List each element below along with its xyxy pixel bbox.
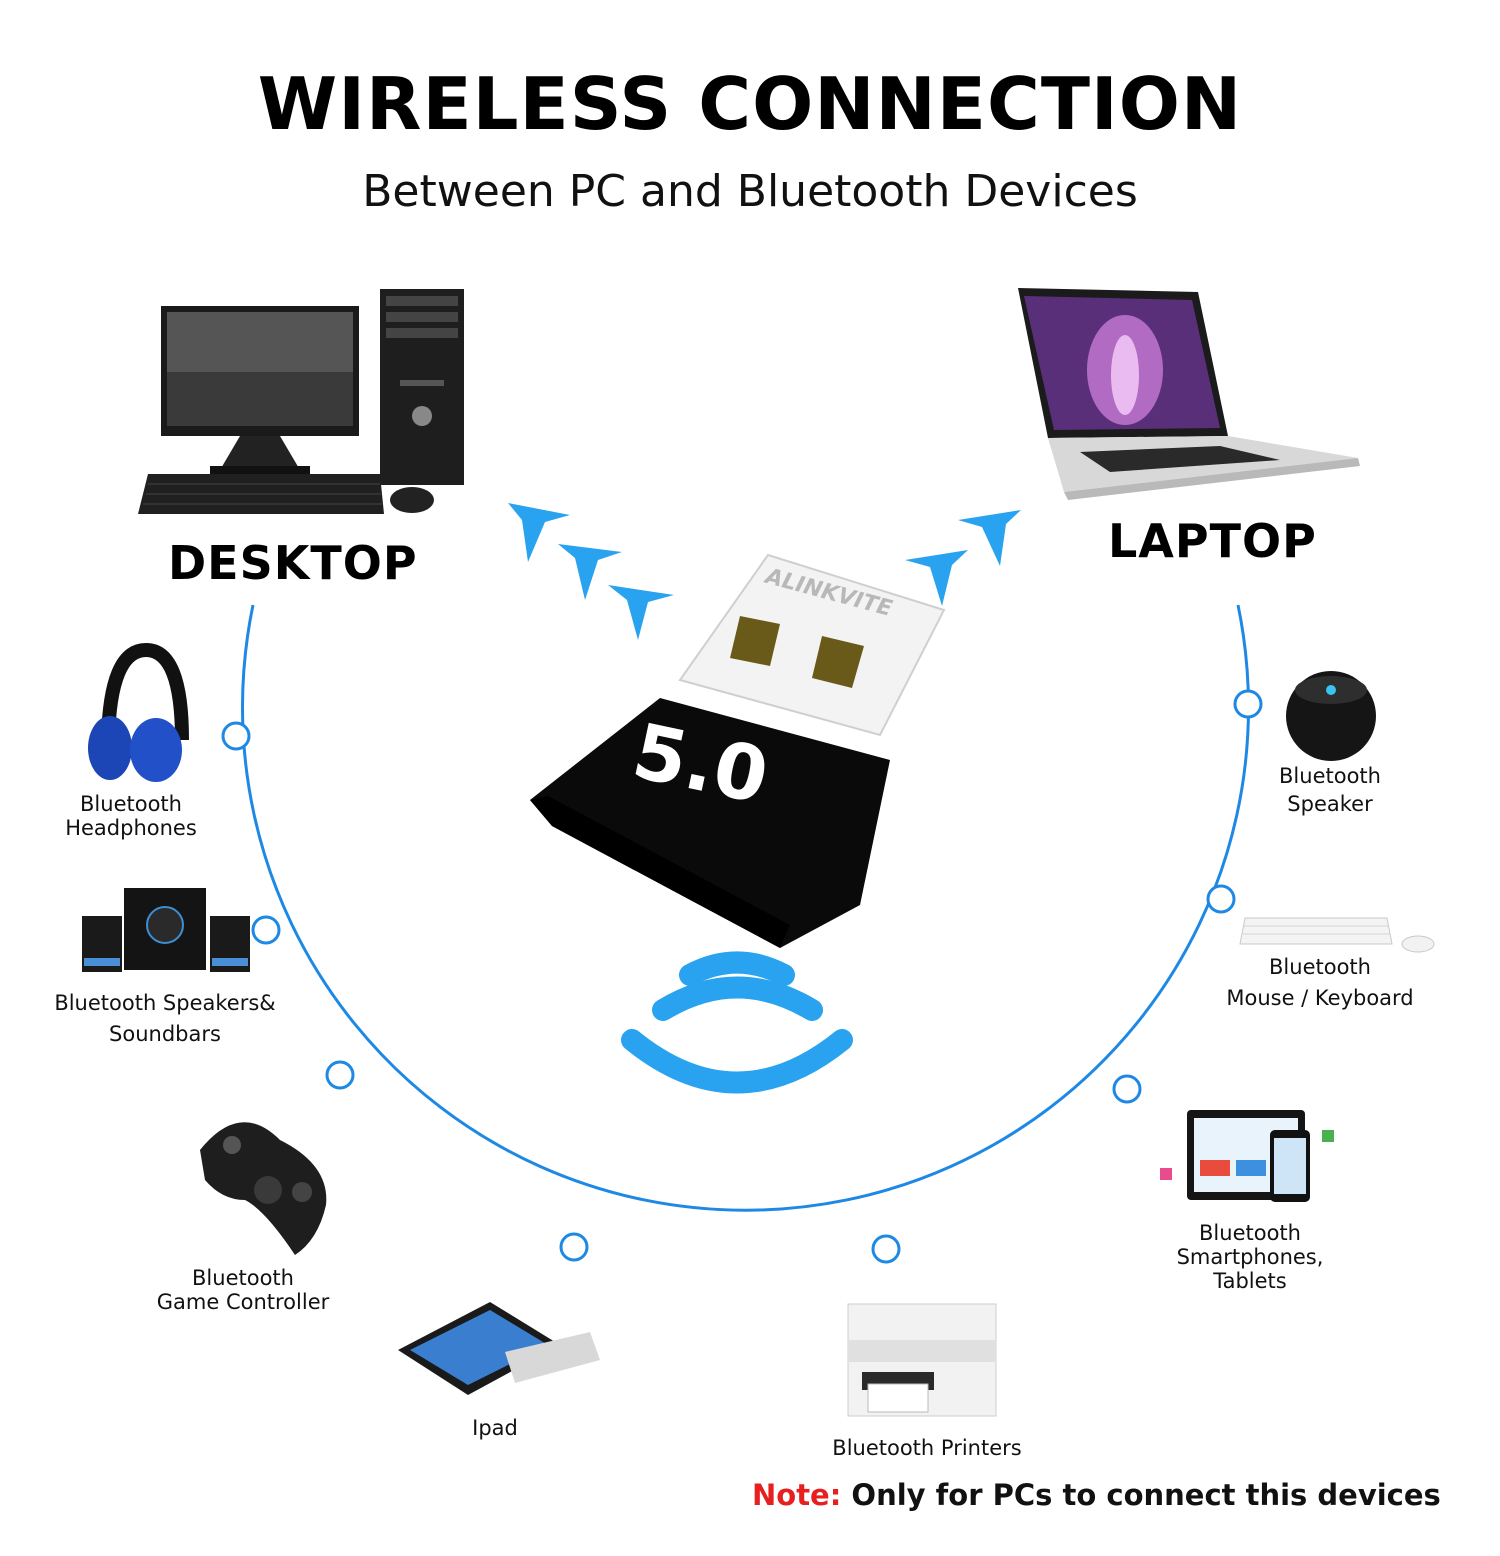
arc-node bbox=[325, 1060, 355, 1090]
printer-label: Bluetooth Printers bbox=[832, 1436, 1022, 1460]
note-prefix: Note: bbox=[752, 1478, 842, 1512]
arc-node bbox=[871, 1234, 901, 1264]
white-mouse-icon bbox=[1401, 935, 1435, 953]
arc-node bbox=[559, 1232, 589, 1262]
headphones-icon bbox=[88, 642, 189, 782]
desktop-keyboard-icon bbox=[138, 474, 384, 514]
printer-icon bbox=[847, 1303, 997, 1417]
desktop-label: DESKTOP bbox=[168, 536, 418, 590]
smartphones-label: Bluetooth Smartphones, Tablets bbox=[1176, 1221, 1324, 1293]
wave-small bbox=[679, 951, 795, 986]
page-title: WIRELESS CONNECTION bbox=[257, 62, 1243, 146]
desktop-mouse-icon bbox=[390, 487, 434, 513]
game-controller-icon bbox=[200, 1122, 327, 1255]
note-text: Only for PCs to connect this devices bbox=[841, 1478, 1441, 1512]
ipad-icon bbox=[398, 1302, 600, 1395]
arc-node bbox=[1112, 1074, 1142, 1104]
controller-label: Bluetooth Game Controller bbox=[156, 1266, 330, 1314]
arc-node bbox=[251, 915, 281, 945]
compatibility-note: Note: Only for PCs to connect this devic… bbox=[752, 1478, 1441, 1512]
page-subtitle: Between PC and Bluetooth Devices bbox=[362, 166, 1138, 217]
wave-medium bbox=[652, 976, 823, 1021]
speakers-label: Bluetooth Speakers& Soundbars bbox=[54, 991, 276, 1046]
arc-node bbox=[1233, 689, 1263, 719]
desktop-monitor-icon bbox=[161, 306, 359, 474]
round-speaker-label: Bluetooth Speaker bbox=[1279, 764, 1381, 816]
speakers-icon bbox=[82, 888, 250, 972]
signal-arrow bbox=[608, 585, 674, 640]
signal-arrow bbox=[558, 544, 622, 600]
signal-arrow bbox=[508, 503, 570, 562]
smartphones-tablets-icon bbox=[1160, 1110, 1334, 1202]
wave-large bbox=[621, 1029, 853, 1094]
arc-node bbox=[221, 721, 251, 751]
signal-arrow bbox=[958, 510, 1021, 566]
headphones-label: Bluetooth Headphones bbox=[65, 792, 197, 840]
laptop-icon bbox=[1018, 288, 1360, 500]
arc-node bbox=[1206, 884, 1236, 914]
usb-dongle-icon bbox=[530, 553, 946, 948]
signal-arrow bbox=[905, 550, 968, 606]
white-keyboard-icon bbox=[1239, 917, 1393, 945]
keyboard-mouse-label: Bluetooth Mouse / Keyboard bbox=[1226, 955, 1414, 1010]
ipad-label: Ipad bbox=[472, 1416, 518, 1440]
round-speaker-icon bbox=[1286, 671, 1376, 761]
desktop-tower-icon bbox=[380, 289, 464, 485]
laptop-label: LAPTOP bbox=[1108, 514, 1317, 568]
